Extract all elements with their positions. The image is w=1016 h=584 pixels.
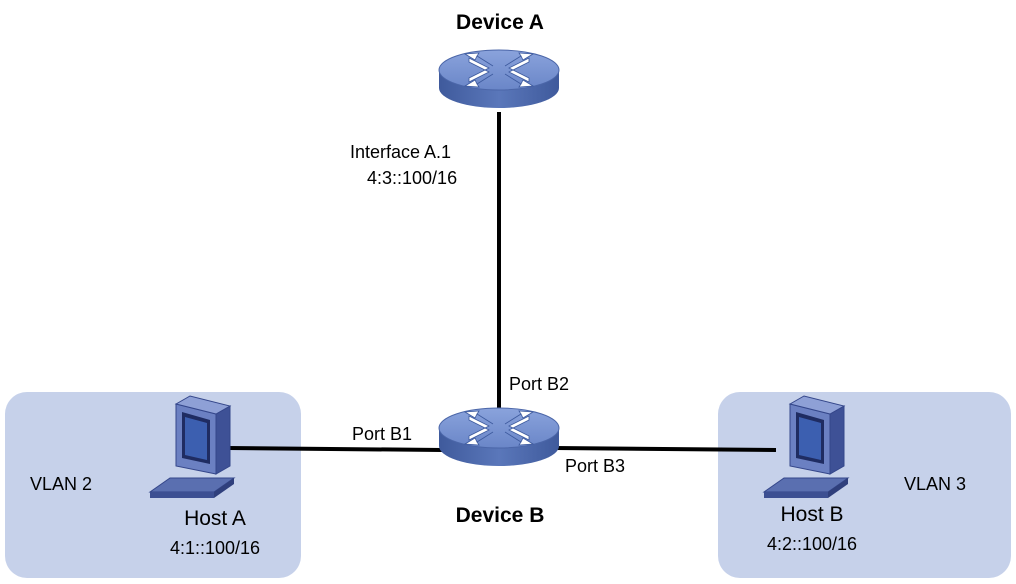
device-b-label: Device B [455, 504, 545, 527]
vlan-3-label: VLAN 3 [904, 474, 967, 494]
router-icon [438, 407, 560, 467]
link-host-a-device-b [227, 446, 443, 452]
interface-a1-address: 4:3::100/16 [367, 168, 458, 188]
port-b1-label: Port B1 [352, 424, 413, 444]
port-b2-label: Port B2 [509, 374, 570, 394]
host-b-address: 4:2::100/16 [766, 534, 858, 554]
host-b-label: Host B [780, 503, 844, 526]
link-device-b-host-b [554, 446, 777, 452]
vlan-2-label: VLAN 2 [30, 474, 93, 494]
interface-a1-name: Interface A.1 [350, 142, 452, 162]
host-a-address: 4:1::100/16 [169, 538, 261, 558]
device-a-label: Device A [456, 11, 544, 34]
host-a-label: Host A [184, 507, 246, 530]
port-b3-label: Port B3 [565, 456, 626, 476]
router-icon [438, 49, 560, 109]
